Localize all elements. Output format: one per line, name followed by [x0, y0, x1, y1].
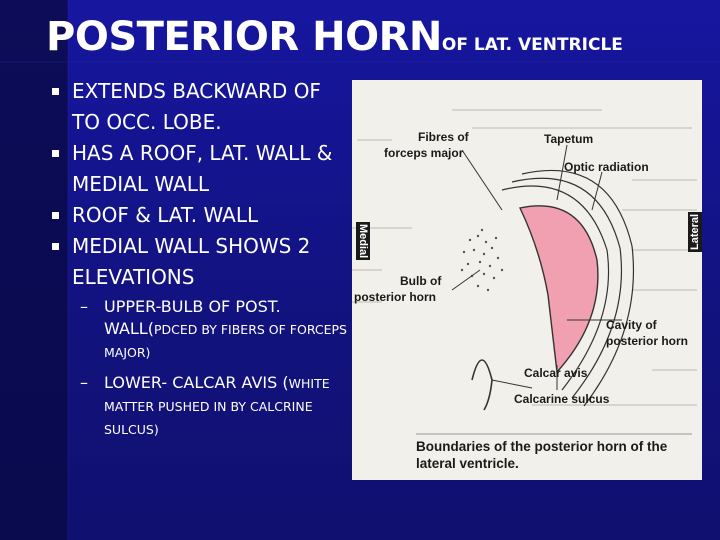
bullet-text: MEDIAL WALL SHOWS 2 ELEVATIONS	[72, 234, 311, 289]
slide-title: POSTERIOR HORNOF LAT. VENTRICLE	[46, 14, 623, 60]
sub-bullet-list: – UPPER-BULB OF POST. WALL(PDCED BY FIBE…	[80, 296, 350, 449]
bullet-item: MEDIAL WALL SHOWS 2 ELEVATIONS	[52, 231, 352, 293]
label-optic-radiation: Optic radiation	[564, 160, 649, 174]
bullet-item: EXTENDS BACKWARD OF TO OCC. LOBE.	[52, 76, 352, 138]
anatomy-figure: Fibres of forceps major Tapetum Optic ra…	[352, 80, 702, 480]
bullet-text: EXTENDS BACKWARD OF TO OCC. LOBE.	[72, 79, 321, 134]
dash-bullet: –	[80, 373, 88, 392]
label-forceps-major: forceps major	[384, 146, 464, 160]
label-medial: Medial	[356, 222, 370, 261]
sub-bullet-main: UPPER-BULB OF POST. WALL(	[104, 297, 281, 338]
square-bullet-icon	[52, 88, 59, 95]
label-cavity: Cavity of	[606, 318, 657, 332]
label-bulb-posterior-horn: posterior horn	[354, 290, 437, 304]
label-calcar-avis: Calcar avis	[524, 366, 588, 380]
sub-bullet-item: – LOWER- CALCAR AVIS (WHITE MATTER PUSHE…	[80, 372, 350, 441]
posterior-horn-cavity	[518, 205, 599, 374]
label-bulb: Bulb of	[400, 274, 442, 288]
forceps-stipple	[460, 228, 504, 292]
sub-bullet-main: LOWER- CALCAR AVIS (	[104, 373, 289, 392]
figure-caption: Boundaries of the posterior horn of the …	[416, 439, 668, 471]
sub-bullet-item: – UPPER-BULB OF POST. WALL(PDCED BY FIBE…	[80, 296, 350, 364]
bullet-list: EXTENDS BACKWARD OF TO OCC. LOBE. HAS A …	[52, 76, 352, 293]
label-tapetum: Tapetum	[544, 132, 594, 146]
sub-bullet-tail: WHITE MATTER PUSHED IN BY CALCRINE SULCU…	[104, 376, 330, 437]
label-calcarine-sulcus: Calcarine sulcus	[514, 392, 610, 406]
dash-bullet: –	[80, 297, 88, 316]
bullet-item: HAS A ROOF, LAT. WALL & MEDIAL WALL	[52, 138, 352, 200]
square-bullet-icon	[52, 243, 59, 250]
title-main: POSTERIOR HORN	[46, 14, 442, 60]
title-suffix: OF LAT. VENTRICLE	[441, 35, 623, 55]
bullet-item: ROOF & LAT. WALL	[52, 200, 352, 231]
bullet-text: ROOF & LAT. WALL	[72, 203, 259, 227]
label-fibres: Fibres of	[418, 130, 469, 144]
figure-drawing	[352, 109, 697, 435]
sub-bullet-tail: PDCED BY FIBERS OF FORCEPS MAJOR)	[104, 322, 347, 360]
bullet-text: HAS A ROOF, LAT. WALL & MEDIAL WALL	[72, 141, 333, 196]
square-bullet-icon	[52, 212, 59, 219]
label-cavity-posterior-horn: posterior horn	[606, 334, 689, 348]
square-bullet-icon	[52, 150, 59, 157]
label-lateral: Lateral	[688, 211, 702, 252]
